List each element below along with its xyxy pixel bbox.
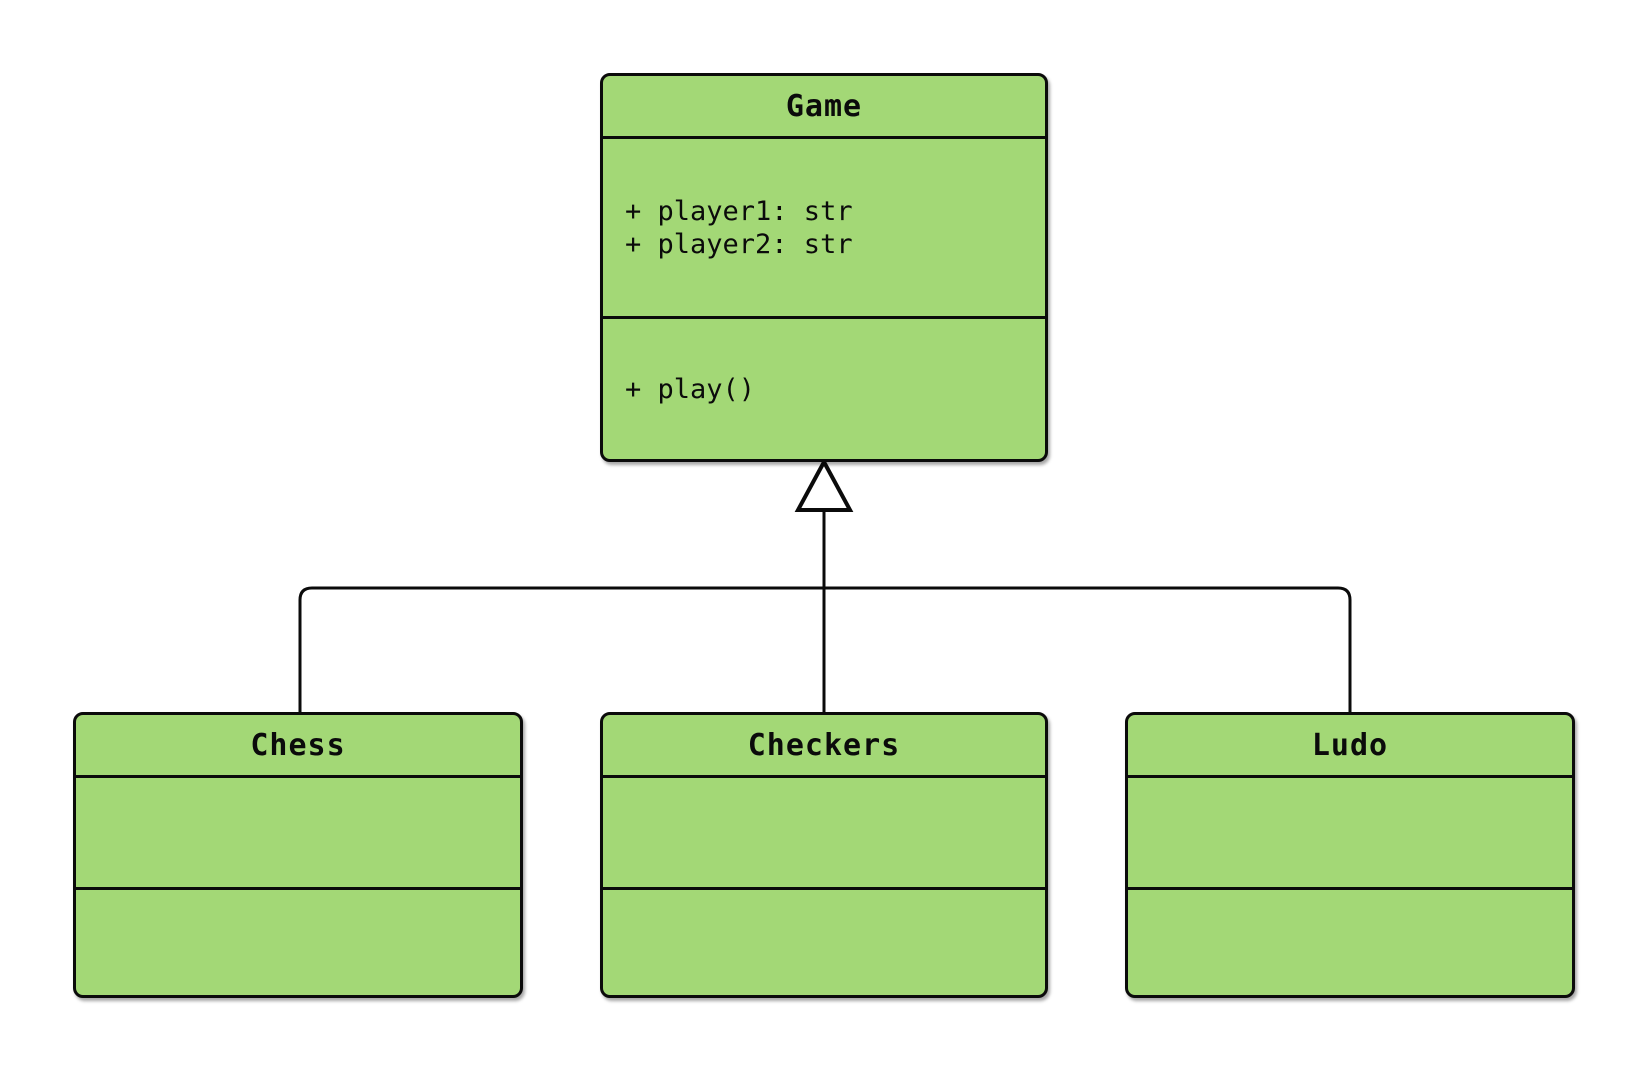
attribute-line: + player2: str (625, 228, 853, 260)
class-checkers-methods (603, 887, 1045, 995)
class-ludo-title: Ludo (1311, 727, 1389, 763)
class-chess[interactable]: Chess (73, 712, 523, 998)
class-checkers-title: Checkers (747, 727, 901, 763)
class-game-methods: + play() (603, 316, 1045, 459)
method-line: + play() (625, 373, 756, 405)
class-checkers[interactable]: Checkers (600, 712, 1048, 998)
class-chess-methods (76, 887, 520, 995)
class-chess-attributes (76, 775, 520, 887)
class-game-attributes: + player1: str + player2: str (603, 136, 1045, 316)
class-chess-title: Chess (250, 727, 346, 763)
class-checkers-attributes (603, 775, 1045, 887)
class-ludo-attributes (1128, 775, 1572, 887)
class-game-title: Game (785, 88, 863, 124)
attribute-line: + player1: str (625, 195, 853, 227)
class-ludo-methods (1128, 887, 1572, 995)
connector-bus-line (298, 586, 1352, 712)
class-game[interactable]: Game + player1: str + player2: str + pla… (600, 73, 1048, 462)
class-ludo[interactable]: Ludo (1125, 712, 1575, 998)
inheritance-arrow-icon (794, 457, 854, 512)
